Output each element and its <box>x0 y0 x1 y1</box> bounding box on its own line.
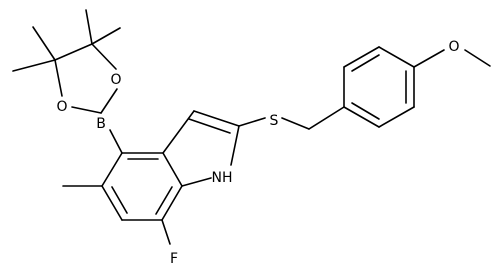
sulfur-label: S <box>270 113 279 129</box>
methoxyphenyl-ring <box>343 46 415 128</box>
indole-nh-label: NH <box>212 170 233 186</box>
pinacol-boronate-ring <box>12 9 121 114</box>
methoxy-oxygen-label: O <box>448 39 459 55</box>
fluorine-label: F <box>170 251 178 267</box>
atom-labels: O S B O O NH F <box>56 39 459 267</box>
boronate-oxygen-left-label: O <box>56 99 67 115</box>
boron-to-indole-bond <box>109 129 123 154</box>
indole-pyrrole-ring <box>162 110 240 187</box>
thioether-linker <box>238 106 345 130</box>
indole-benzene-ring <box>101 152 183 221</box>
methoxy-substituent <box>413 49 491 68</box>
boron-label: B <box>96 116 106 132</box>
boronate-oxygen-top-label: O <box>110 72 121 88</box>
fluoro-substituent <box>161 219 171 245</box>
